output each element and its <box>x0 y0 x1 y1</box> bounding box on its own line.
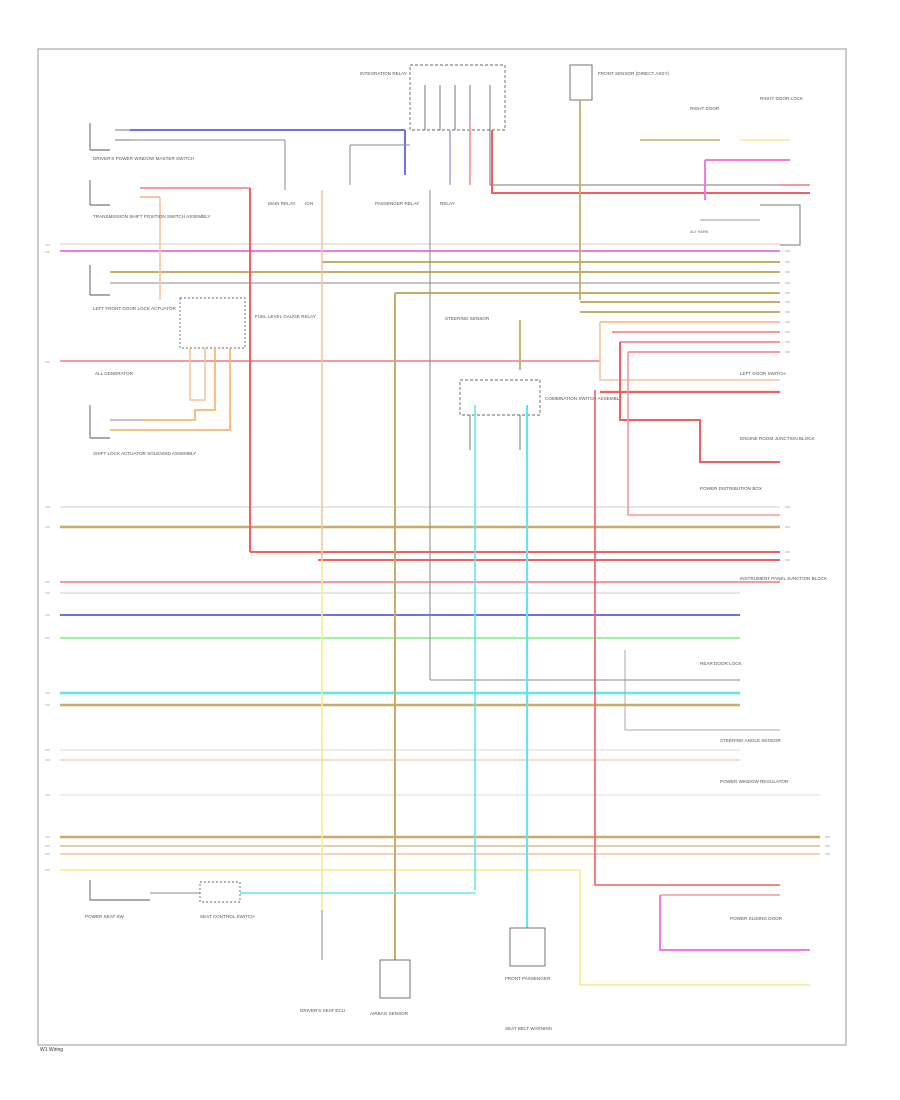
right-1-label: LEFT DOOR SWITCH <box>740 371 786 376</box>
right-6-label: STEERING ANGLE SENSOR <box>720 738 781 743</box>
bottom-3-label: DRIVER'S SEAT ECU <box>300 1008 345 1013</box>
right-2-label: ENGINE ROOM JUNCTION BLOCK <box>740 436 815 441</box>
svg-text:ALL GENERATOR: ALL GENERATOR <box>95 371 134 376</box>
top-center-label: INTEGRATION RELAY <box>360 71 407 76</box>
bottom-5-label: FRONT PASSENGER <box>505 976 551 981</box>
fuse-4-label: RELAY <box>440 201 455 206</box>
bottom-2-label: SEAT CONTROL SWITCH <box>200 914 255 919</box>
center-switch-label: COMBINATION SWITCH ASSEMBLY <box>545 396 622 401</box>
top-right-a-label: FRONT SENSOR (DIRECT ASSY) <box>598 71 670 76</box>
top-left-switch-label: DRIVER'S POWER WINDOW MASTER SWITCH <box>93 156 194 161</box>
shift-lock-label: TRANSMISSION SHIFT POSITION SWITCH ASSEM… <box>93 214 211 219</box>
fuse-row: MAIN RELAY IGN PASSENGER RELAY RELAY <box>268 144 740 681</box>
bottom-4-label: AIRBAG SENSOR <box>370 1011 409 1016</box>
footer-label: W1 Wiring <box>40 1047 63 1053</box>
center-components: STEERING SENSOR COMBINATION SWITCH ASSEM… <box>321 293 622 960</box>
horizontal-wires <box>60 243 820 871</box>
left-transmission-label: SHIFT LOCK ACTUATOR SOLENOID ASSEMBLY <box>93 451 196 456</box>
bottom-right-label: POWER SLIDING DOOR <box>730 916 783 921</box>
right-4-label: INSTRUMENT PANEL JUNCTION BLOCK <box>740 576 828 581</box>
fuse-2-label: IGN <box>305 201 313 206</box>
left-door-label: LEFT FRONT DOOR LOCK ACTUATOR <box>93 306 177 311</box>
top-center-relay: INTEGRATION RELAY <box>360 64 795 194</box>
diagram-frame <box>37 48 847 1046</box>
top-right-b-label: RIGHT DOOR <box>690 106 720 111</box>
bottom-1-label: POWER SEAT SW <box>85 914 125 919</box>
mode-relay-label: FUEL LEVEL GAUGE RELAY <box>255 314 316 319</box>
left-connector-ticks <box>45 244 50 871</box>
top-left-switch-group: DRIVER'S POWER WINDOW MASTER SWITCH TRAN… <box>89 123 406 552</box>
fuse-3-label: PASSENGER RELAY <box>375 201 419 206</box>
top-right-components: FRONT SENSOR (DIRECT ASSY) RIGHT DOOR RI… <box>569 64 810 300</box>
right-side-components: LEFT DOOR SWITCH ENGINE ROOM JUNCTION BL… <box>579 250 830 986</box>
right-7-label: POWER WINDOW REGULATOR <box>720 779 789 784</box>
fuse-1-label: MAIN RELAY <box>268 201 295 206</box>
center-sensor-label: STEERING SENSOR <box>445 316 490 321</box>
top-right-c-label: RIGHT DOOR LOCK <box>760 96 804 101</box>
bottom-6-label: SEAT BELT WARNING <box>505 1026 553 1031</box>
right-5-label: REAR DOOR LOCK <box>700 661 743 666</box>
right-3-label: POWER DISTRIBUTION BOX <box>700 486 762 491</box>
bottom-components: POWER SEAT SW SEAT CONTROL SWITCH DRIVER… <box>85 880 553 1031</box>
svg-text:ALT HARN: ALT HARN <box>690 230 709 234</box>
